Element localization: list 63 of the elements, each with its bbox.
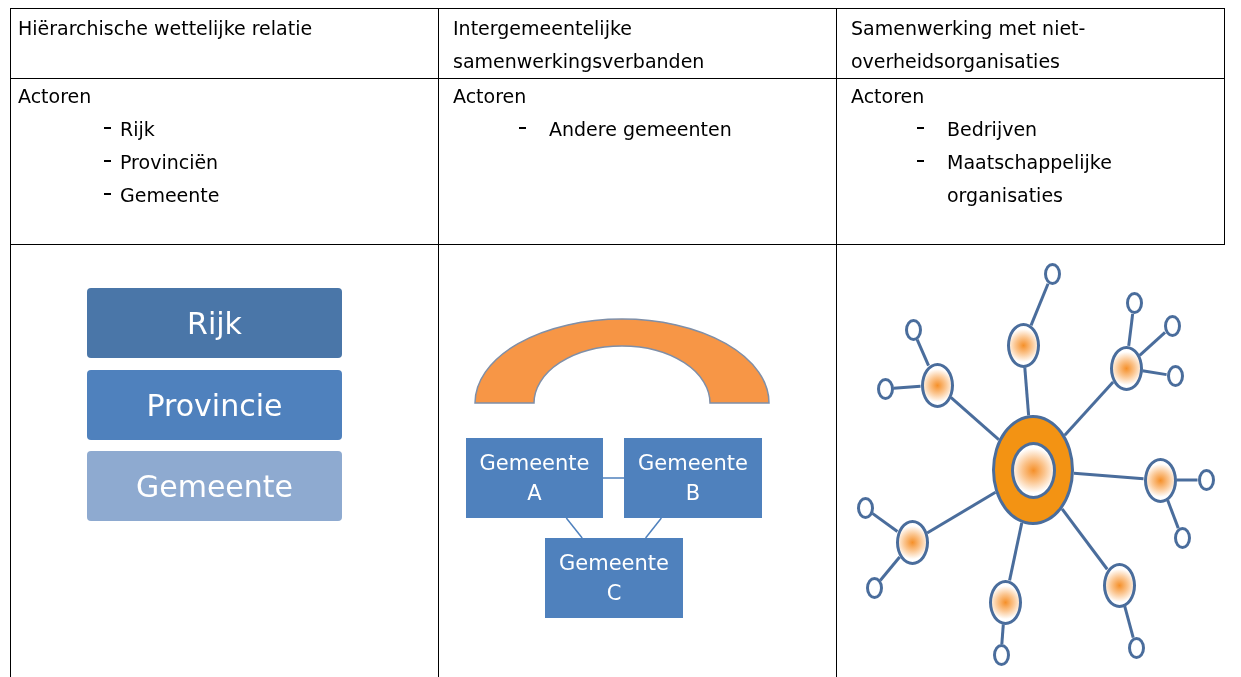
cell-text: Actoren	[851, 84, 926, 109]
leaf-circle	[1163, 315, 1181, 337]
cell-text: Gemeente	[120, 183, 221, 208]
leaf-circle	[865, 577, 883, 599]
leaf-circle	[856, 497, 874, 519]
box-label: Gemeente	[135, 467, 294, 506]
leaf-circle	[876, 378, 894, 400]
leaf-circle	[1166, 365, 1184, 387]
connector-line	[644, 517, 663, 539]
tier-box	[87, 288, 342, 358]
satellite-circle	[895, 519, 929, 565]
satellite-circle	[1102, 562, 1136, 608]
connector-line	[1073, 471, 1144, 481]
box-label: Rijk	[187, 304, 242, 343]
cell-text: Actoren	[453, 84, 528, 109]
connector-line	[1060, 507, 1109, 571]
tier-box	[87, 451, 342, 521]
satellite-circle	[988, 579, 1022, 625]
connector-line	[602, 477, 625, 479]
tier-box	[87, 370, 342, 440]
connector-line	[879, 556, 901, 582]
connector-line	[1123, 605, 1135, 638]
column-header: Intergemeentelijke samenwerkingsverbanden	[453, 16, 706, 74]
connector-line	[565, 517, 583, 539]
connector-line	[871, 512, 899, 533]
box-label: Gemeente C	[558, 550, 670, 607]
arch-shape	[474, 318, 770, 404]
connector-line	[1000, 624, 1005, 645]
leaf-circle	[1127, 637, 1145, 659]
connector-line	[1142, 369, 1167, 377]
column-header: Samenwerking met niet-overheidsorganisaties	[851, 16, 1087, 74]
cell-text: Bedrijven	[947, 117, 1039, 142]
cell-text: Rijk	[120, 117, 156, 142]
box-label: Gemeente A	[478, 450, 591, 507]
column-header: Hiërarchische wettelijke relatie	[18, 16, 314, 41]
connector-line	[1138, 331, 1167, 357]
connector-line	[1023, 367, 1031, 416]
leaf-circle	[1197, 469, 1215, 491]
satellite-circle	[1143, 457, 1177, 503]
leaf-circle	[904, 319, 922, 341]
connector-line	[1029, 283, 1050, 326]
connector-line	[915, 338, 930, 367]
satellite-circle	[920, 362, 954, 408]
municipality-box	[545, 538, 683, 618]
box-label: Provincie	[146, 386, 283, 425]
connector-line	[1008, 522, 1024, 581]
satellite-circle	[1109, 345, 1143, 391]
satellite-circle	[1006, 322, 1040, 368]
box-label: Gemeente B	[637, 450, 749, 507]
connector-line	[893, 384, 921, 390]
connector-line	[1127, 313, 1135, 346]
leaf-circle	[1043, 263, 1061, 285]
municipality-box	[624, 438, 762, 518]
leaf-circle	[1173, 527, 1191, 549]
connector-line	[1166, 499, 1180, 529]
leaf-circle	[992, 644, 1010, 666]
cell-text: Actoren	[18, 84, 93, 109]
leaf-circle	[1125, 292, 1143, 314]
municipality-box	[466, 438, 603, 518]
connector-line	[1176, 478, 1198, 482]
cell-text: Andere gemeenten	[549, 117, 733, 142]
cell-text: Provinciën	[120, 150, 220, 175]
cell-text: Maatschappelijke organisaties	[947, 150, 1113, 208]
